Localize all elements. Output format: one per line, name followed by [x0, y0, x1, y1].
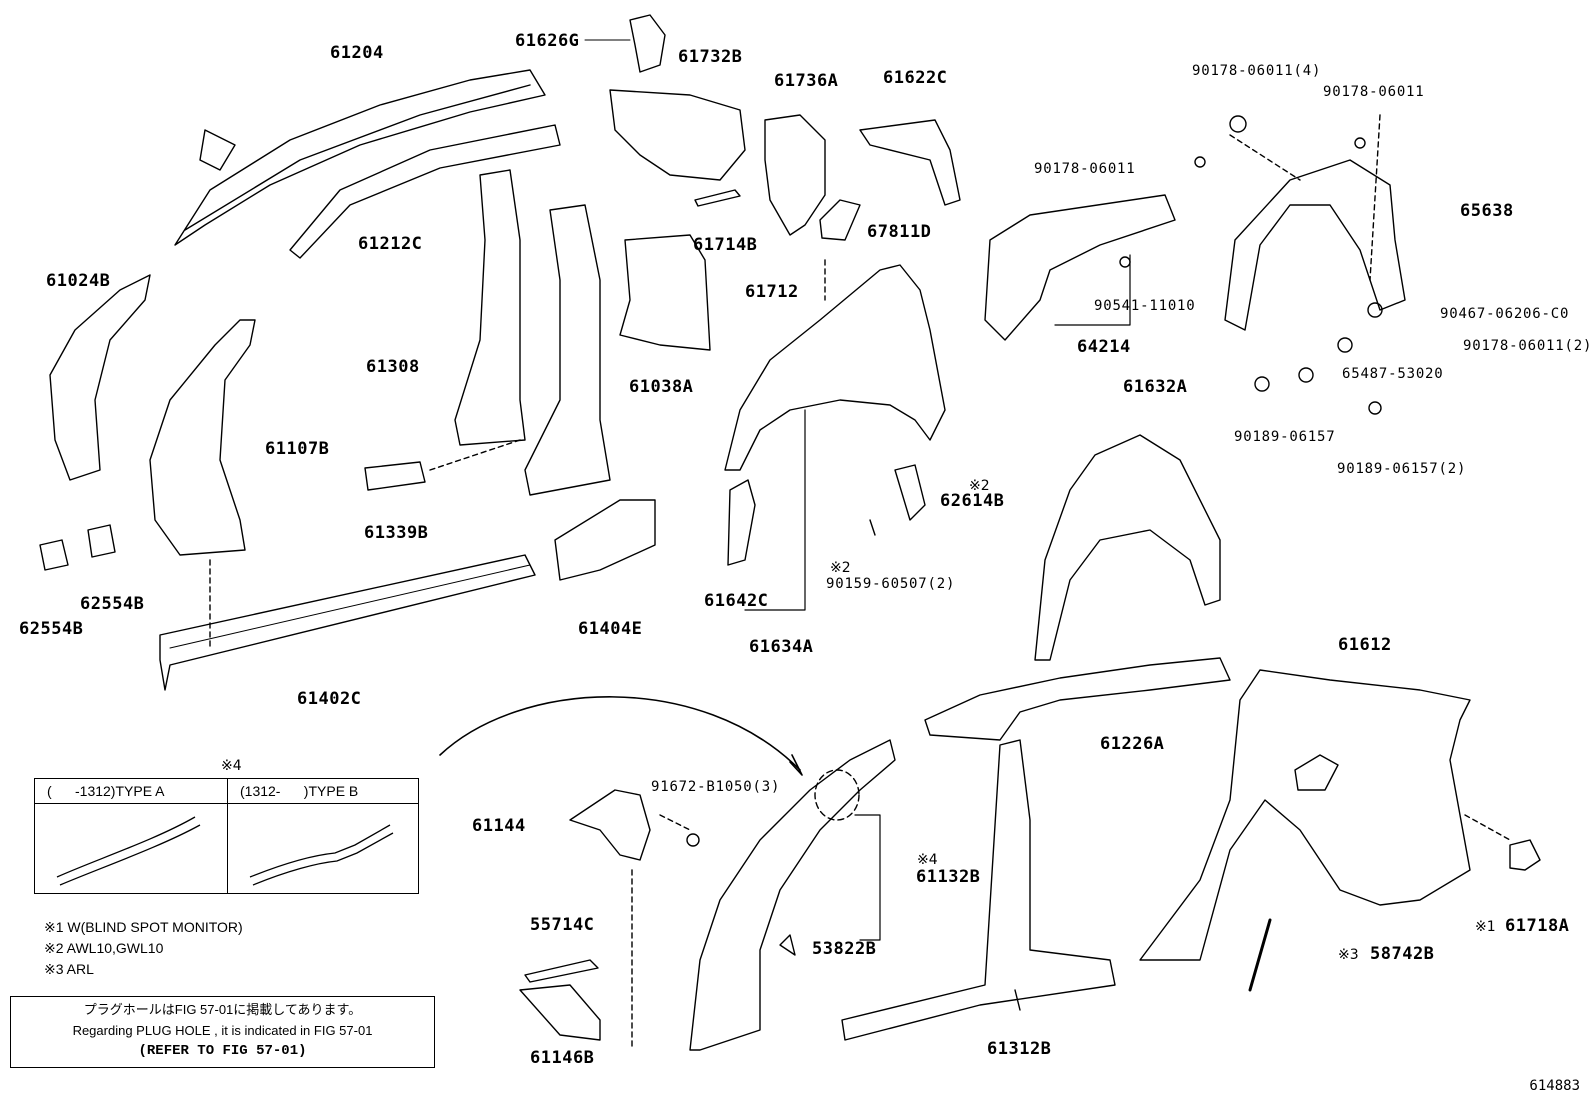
plug-hole-reference[interactable]: (REFER TO FIG 57-01): [138, 1043, 307, 1059]
part-label-61612[interactable]: 61612: [1338, 635, 1392, 655]
note-mark-62614B: ※2: [969, 478, 990, 494]
note-1: ※1 W(BLIND SPOT MONITOR): [44, 919, 243, 935]
part-label-61736A[interactable]: 61736A: [774, 71, 839, 91]
part-label-61632A[interactable]: 61632A: [1123, 377, 1188, 397]
plug-hole-english: Regarding PLUG HOLE , it is indicated in…: [72, 1023, 373, 1038]
figure-number: 614883: [1529, 1078, 1580, 1094]
part-label-61212C[interactable]: 61212C: [358, 234, 423, 254]
part-label-90178-06011-mid[interactable]: 90178-06011: [1034, 161, 1136, 177]
part-label-61024B[interactable]: 61024B: [46, 271, 111, 291]
part-label-91672-B1050[interactable]: 91672-B1050(3): [651, 779, 781, 795]
part-label-61712[interactable]: 61712: [745, 282, 799, 302]
part-label-61144[interactable]: 61144: [472, 816, 526, 836]
part-label-90178-06011-2[interactable]: 90178-06011(2): [1463, 338, 1592, 354]
part-label-61404E[interactable]: 61404E: [578, 619, 643, 639]
part-label-61312B[interactable]: 61312B: [987, 1039, 1052, 1059]
part-label-90541-11010[interactable]: 90541-11010: [1094, 298, 1196, 314]
type-b-profile-inner: [252, 832, 394, 886]
part-label-61107B[interactable]: 61107B: [265, 439, 330, 459]
note-mark-61718A: ※1: [1475, 919, 1496, 935]
part-label-61402C[interactable]: 61402C: [297, 689, 362, 709]
part-label-90159-60507[interactable]: 90159-60507(2): [826, 576, 956, 592]
part-label-62614B[interactable]: 62614B: [940, 491, 1005, 511]
part-label-67811D[interactable]: 67811D: [867, 222, 932, 242]
part-label-61626G[interactable]: 61626G: [515, 31, 580, 51]
part-label-90178-06011-top[interactable]: 90178-06011: [1323, 84, 1425, 100]
part-label-65638[interactable]: 65638: [1460, 201, 1514, 221]
plug-hole-japanese: プラグホールはFIG 57-01に掲載してあります。: [83, 1002, 362, 1017]
part-label-53822B[interactable]: 53822B: [812, 939, 877, 959]
part-label-62554B-b[interactable]: 62554B: [19, 619, 84, 639]
type-profiles: [56, 816, 394, 886]
part-label-65487-53020[interactable]: 65487-53020: [1342, 366, 1444, 382]
note-2: ※2 AWL10,GWL10: [44, 940, 164, 956]
part-label-61204[interactable]: 61204: [330, 43, 384, 63]
part-label-61038A[interactable]: 61038A: [629, 377, 694, 397]
note-mark-58742B: ※3: [1338, 947, 1359, 963]
table-divider: [227, 779, 228, 893]
part-label-64214[interactable]: 64214: [1077, 337, 1131, 357]
part-label-90467-06206-C0[interactable]: 90467-06206-C0: [1440, 306, 1570, 322]
type-a-profile-inner: [59, 824, 201, 886]
part-label-61718A[interactable]: 61718A: [1505, 916, 1570, 936]
applicability-notes: ※1 W(BLIND SPOT MONITOR) ※2 AWL10,GWL10 …: [44, 917, 243, 980]
note-3: ※3 ARL: [44, 961, 94, 977]
part-label-61226A[interactable]: 61226A: [1100, 734, 1165, 754]
part-label-61308[interactable]: 61308: [366, 357, 420, 377]
part-label-62554B-a[interactable]: 62554B: [80, 594, 145, 614]
part-label-61146B[interactable]: 61146B: [530, 1048, 595, 1068]
note-mark-90159: ※2: [830, 560, 851, 576]
type-a-profile-outer: [56, 816, 196, 878]
part-label-90189-06157-2[interactable]: 90189-06157(2): [1337, 461, 1467, 477]
part-label-61732B[interactable]: 61732B: [678, 47, 743, 67]
plug-hole-note: プラグホールはFIG 57-01に掲載してあります。 Regarding PLU…: [10, 996, 435, 1068]
type-b-profile-outer: [249, 824, 391, 878]
part-label-55714C[interactable]: 55714C: [530, 915, 595, 935]
note-mark-61132B: ※4: [917, 852, 938, 868]
type-a-header: ( -1312)TYPE A: [35, 779, 228, 804]
part-label-61622C[interactable]: 61622C: [883, 68, 948, 88]
note-mark-type-table: ※4: [221, 758, 242, 774]
part-label-61339B[interactable]: 61339B: [364, 523, 429, 543]
part-label-61634A[interactable]: 61634A: [749, 637, 814, 657]
part-label-58742B[interactable]: 58742B: [1370, 944, 1435, 964]
part-label-61132B[interactable]: 61132B: [916, 867, 981, 887]
type-comparison-table: ( -1312)TYPE A (1312- )TYPE B: [34, 778, 419, 894]
part-label-61642C[interactable]: 61642C: [704, 591, 769, 611]
part-label-61714B[interactable]: 61714B: [693, 235, 758, 255]
part-label-90189-06157[interactable]: 90189-06157: [1234, 429, 1336, 445]
part-label-90178-06011-4[interactable]: 90178-06011(4): [1192, 63, 1322, 79]
type-b-header: (1312- )TYPE B: [228, 779, 418, 804]
